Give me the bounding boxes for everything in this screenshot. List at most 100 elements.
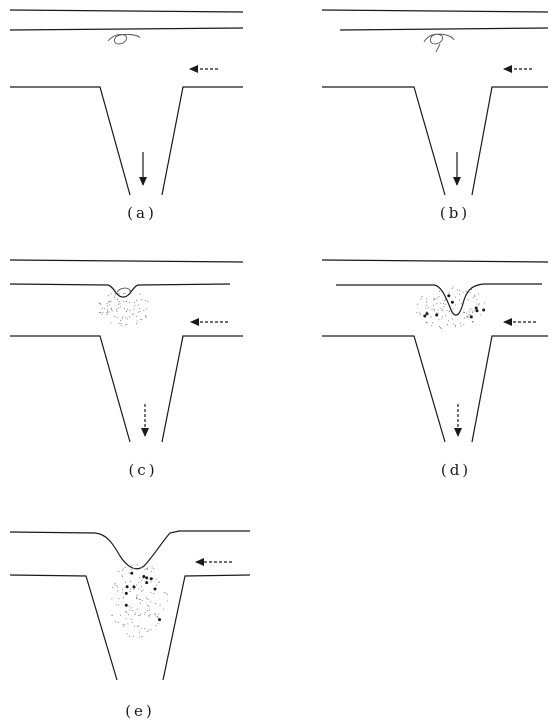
stipple-dot [419,313,421,315]
stipple-dot [478,303,480,305]
stipple-dot [134,625,136,627]
stipple-dot [116,309,118,311]
stipple-dot [130,569,132,571]
air-bubble [125,585,129,589]
stipple-dot [416,311,418,314]
stipple-dot [123,307,125,310]
stipple-dot [125,301,127,303]
stipple-dot [463,317,465,319]
stipple-dot [119,293,121,295]
stipple-dot [150,601,152,603]
stipple-dot [106,309,108,311]
stipple-dot [129,591,131,593]
panel-label-c: (c) [128,461,157,479]
air-bubble [450,300,454,304]
stipple-dot [136,315,138,317]
stipple-dot [426,301,428,303]
stipple-dot [129,309,131,311]
stipple-dot [136,320,138,322]
stipple-dot [134,612,136,614]
stipple-dot [448,292,450,294]
stipple-dot [128,605,130,607]
upper-wall [9,9,244,13]
stipple-dot [117,622,119,624]
stipple-dot [474,294,476,296]
stipple-dot [101,313,103,315]
stipple-dot [440,318,443,320]
stipple-dot [108,311,110,313]
stipple-dot [433,299,435,301]
stipple-dot [141,636,143,638]
panel-label-b: (b) [440,204,470,222]
stipple-dot [142,578,144,580]
stipple-dot [122,623,124,625]
stipple-dot [118,322,120,325]
stipple-dot [122,316,124,318]
stipple-dot [114,293,116,295]
stipple-dot [136,584,138,586]
air-bubble [130,571,134,575]
stipple-dot [156,615,158,617]
stipple-dot [116,584,118,587]
stipple-dot [158,581,160,583]
stipple-dot [147,300,149,302]
stipple-dot [117,292,119,295]
stipple-dot [444,303,446,305]
stipple-dot [119,303,121,305]
stipple-dot [120,319,122,321]
stipple-dot [147,598,149,600]
stipple-dot [163,608,165,610]
stipple-dot [122,597,125,599]
stipple-dot [144,569,146,571]
stipple-dot [476,299,478,301]
stipple-dot [469,308,471,310]
stipple-dot [477,304,479,306]
stipple-dot [135,596,138,598]
stipple-dot [139,293,141,295]
stipple-dot [132,635,134,637]
stipple-dot [458,299,460,301]
stipple-dot [101,307,103,309]
left-channel-wall [322,335,446,443]
stipple-dot [132,584,134,586]
stipple-dot [141,299,143,301]
stipple-dot [157,623,159,625]
stipple-dot [131,564,133,567]
stipple-dot [439,327,441,329]
stipple-dot [465,312,467,314]
vortex-squiggle [107,34,141,45]
stipple-dot [136,608,138,610]
stipple-dot [141,590,143,592]
stipple-dot [134,301,136,303]
stipple-dot [137,625,139,627]
stipple-dot [159,604,161,606]
stipple-dot [150,629,152,631]
stipple-dot [128,301,131,303]
stipple-dot [469,314,471,316]
air-bubble [124,603,128,607]
stipple-dot [146,610,148,612]
stipple-dot [133,567,135,570]
stipple-dot [136,299,138,301]
stipple-dot [157,613,160,615]
stipple-dot [452,323,454,325]
stipple-dot [150,571,152,573]
stipple-dot [165,592,167,594]
stipple-dot [432,322,434,324]
stipple-dot [116,586,118,588]
stipple-dot [121,318,123,320]
stipple-dot [126,611,128,613]
panel-label-e: (e) [125,702,155,720]
stipple-dot [458,294,461,296]
air-bubble [149,577,153,581]
stipple-dot [480,314,482,316]
stipple-dot [116,317,118,319]
stipple-dot [460,325,462,327]
stipple-dot [467,317,469,319]
stipple-dot [433,308,435,310]
stipple-dot [427,307,429,309]
stipple-dot [128,572,130,574]
stipple-dot [470,289,473,291]
stipple-dot [440,327,442,329]
stipple-dot [125,310,128,312]
